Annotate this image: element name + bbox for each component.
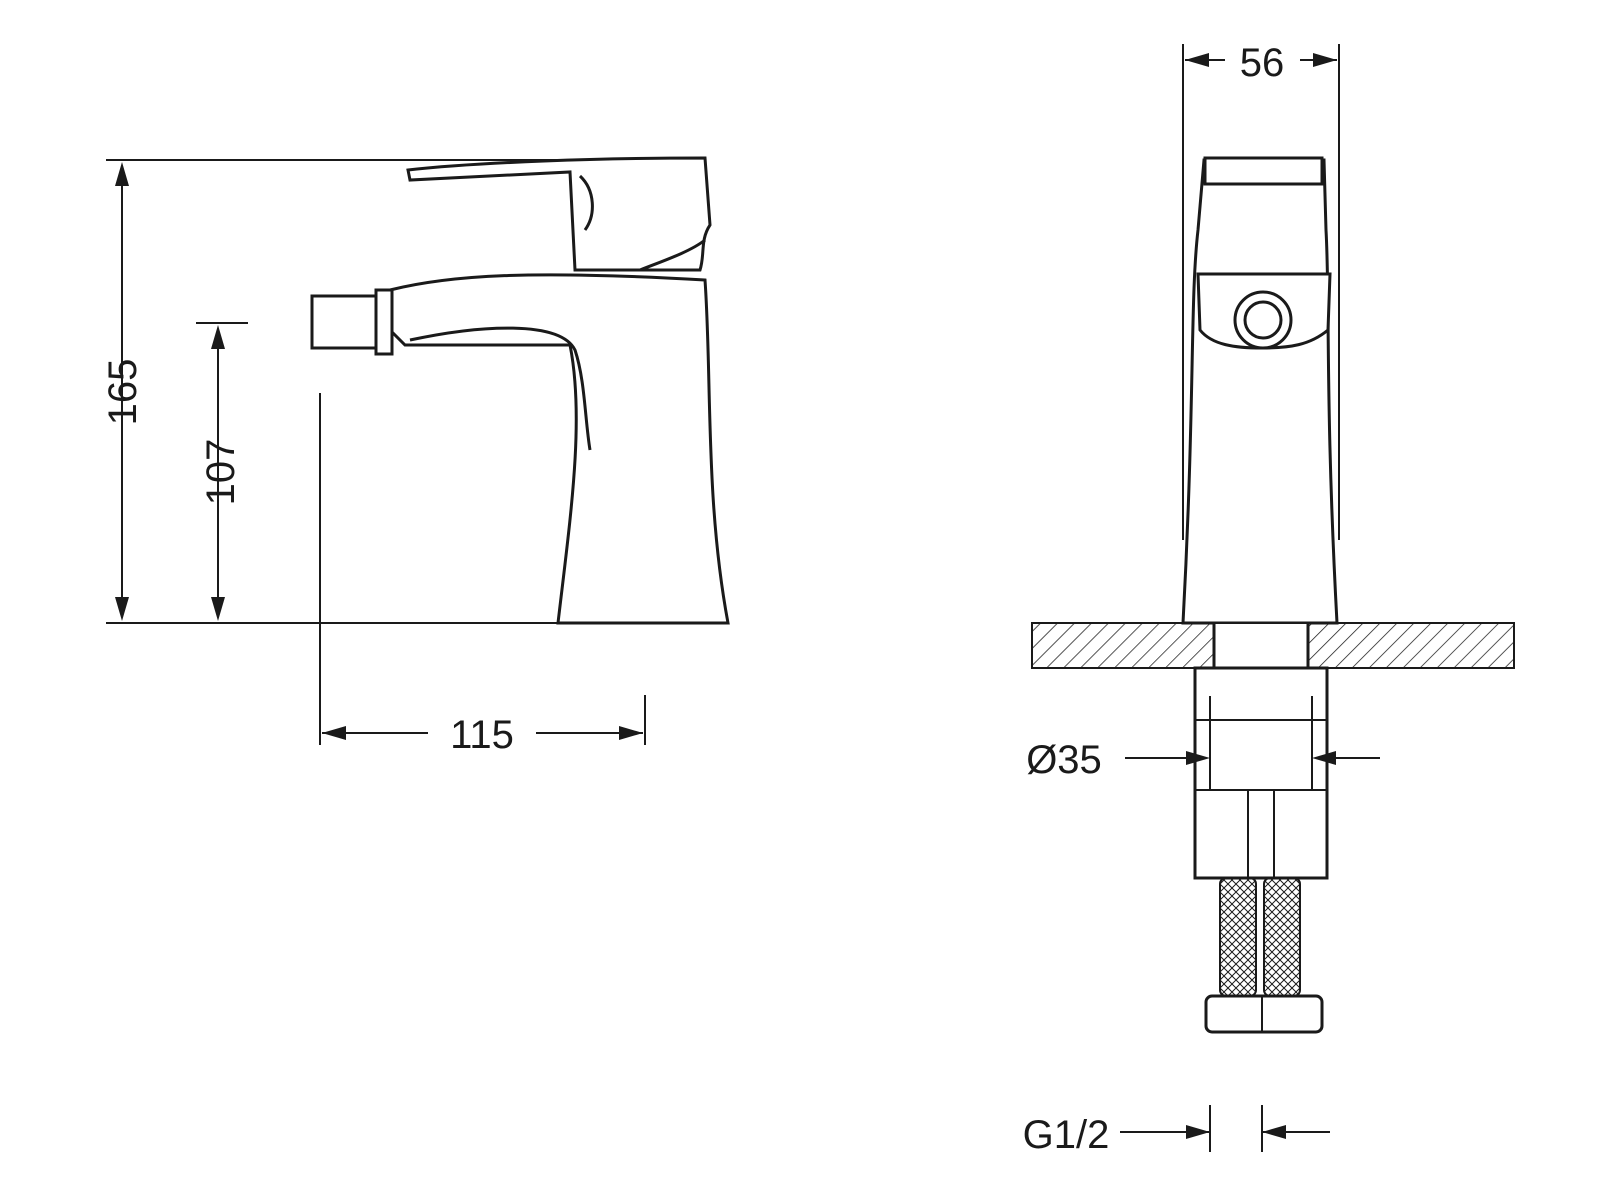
body-width-label: 56 (1240, 41, 1285, 85)
hose-right (1263, 877, 1301, 997)
mounting-hole (1213, 622, 1309, 669)
thread-size-label: G1/2 (1023, 1113, 1110, 1157)
bidet-nozzle (310, 294, 380, 350)
height-total-label: 165 (101, 359, 145, 426)
front-view: 56 Ø35 (1023, 41, 1515, 1157)
nozzle-collar (374, 288, 394, 356)
lever-handle (406, 156, 712, 272)
spout-height-label: 107 (199, 439, 243, 506)
mounting-shank (1193, 666, 1329, 880)
base-diameter-label: Ø35 (1026, 738, 1102, 782)
body-curve (409, 326, 592, 451)
nozzle-inner-ring (1243, 300, 1283, 340)
side-view: 165 107 115 (101, 156, 730, 757)
hose-left (1219, 877, 1257, 997)
lever-detail (578, 174, 706, 272)
front-handle-top (1203, 156, 1324, 186)
front-body (1181, 158, 1339, 625)
hose-nut (1204, 994, 1324, 1034)
faucet-body (388, 273, 730, 625)
spout-reach-label: 115 (450, 713, 514, 757)
